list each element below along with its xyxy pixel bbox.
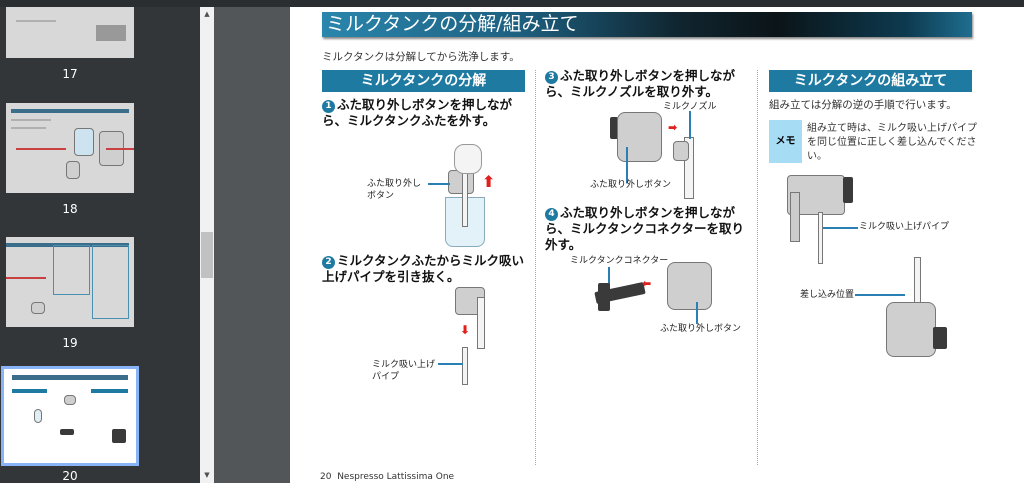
label-lid-button-4: ふた取り外しボタン (660, 324, 742, 334)
memo-badge: メモ (769, 120, 802, 163)
label-lid-button: ふた取り外し ボタン (367, 179, 422, 201)
thumbnail-page-19[interactable] (6, 237, 134, 327)
thumbnail-label: 18 (62, 202, 78, 216)
step-text: ミルクタンクふたからミルク吸い上げパイプを引き抜く。 (322, 253, 525, 284)
assembly-text: 組み立ては分解の逆の手順で行います。 (769, 99, 957, 111)
column-divider (757, 70, 758, 465)
section-header-disassembly: ミルクタンクの分解 (322, 70, 525, 92)
step-number: 1 (322, 100, 335, 113)
footer-page-number: 20 (320, 472, 332, 482)
page-footer: 20 Nespresso Lattissima One (320, 472, 454, 482)
label-suction-pipe: ミルク吸い上げ パイプ (372, 360, 436, 382)
milk-tank-lid-illustration: ⬆ (440, 142, 500, 252)
footer-doc-title: Nespresso Lattissima One (337, 472, 455, 482)
arrow-down-icon: ⬇ (460, 323, 471, 337)
thumbnail-label: 19 (62, 336, 78, 350)
step-text: ふた取り外しボタンを押しながら、ミルクタンクコネクターを取り外す。 (545, 205, 745, 252)
document-page: ミルクタンクの分解/組み立て ミルクタンクは分解してから洗浄します。 ミルクタン… (290, 7, 1024, 483)
label-connector: ミルクタンクコネクター (570, 256, 669, 266)
top-toolbar-strip (0, 0, 1024, 7)
section-header-assembly: ミルクタンクの組み立て (769, 70, 972, 92)
step-number: 3 (545, 71, 558, 84)
thumbnail-page-20-selected[interactable] (1, 366, 139, 466)
thumbnail-label: 20 (62, 469, 78, 483)
scroll-down-icon[interactable]: ▼ (204, 471, 210, 479)
column-divider (535, 70, 536, 465)
step-number: 4 (545, 208, 558, 221)
thumbnail-label: 17 (62, 67, 78, 81)
page-title: ミルクタンクの分解/組み立て (322, 12, 972, 37)
label-lid-button-3: ふた取り外しボタン (590, 180, 672, 190)
thumbnail-page-17[interactable] (6, 0, 134, 58)
label-milk-nozzle: ミルクノズル (663, 102, 717, 112)
intro-text: ミルクタンクは分解してから洗浄します。 (322, 51, 520, 63)
thumbnail-page-18[interactable] (6, 103, 134, 193)
scrollbar-thumb[interactable] (201, 232, 213, 278)
arrow-up-icon: ⬆ (482, 172, 496, 191)
label-suction-pipe-assembly: ミルク吸い上げパイプ (859, 222, 950, 232)
memo-text: 組み立て時は、ミルク吸い上げパイプを同じ位置に正しく差し込んでください。 (807, 123, 977, 162)
scroll-up-icon[interactable]: ▲ (204, 10, 210, 18)
label-insertion-position: 差し込み位置 (800, 290, 855, 300)
step-text: ふた取り外しボタンを押しながら、ミルクノズルを取り外す。 (545, 68, 736, 99)
step-number: 2 (322, 256, 335, 269)
thumbnail-sidebar: 17 18 19 20 (0, 0, 200, 483)
sidebar-scrollbar[interactable]: ▲ ▼ (200, 7, 214, 483)
arrow-left-icon: ⬅ (642, 277, 652, 290)
step-text: ふた取り外しボタンを押しながら、ミルクタンクふたを外す。 (322, 97, 513, 128)
arrow-right-icon: ➡ (668, 121, 678, 134)
